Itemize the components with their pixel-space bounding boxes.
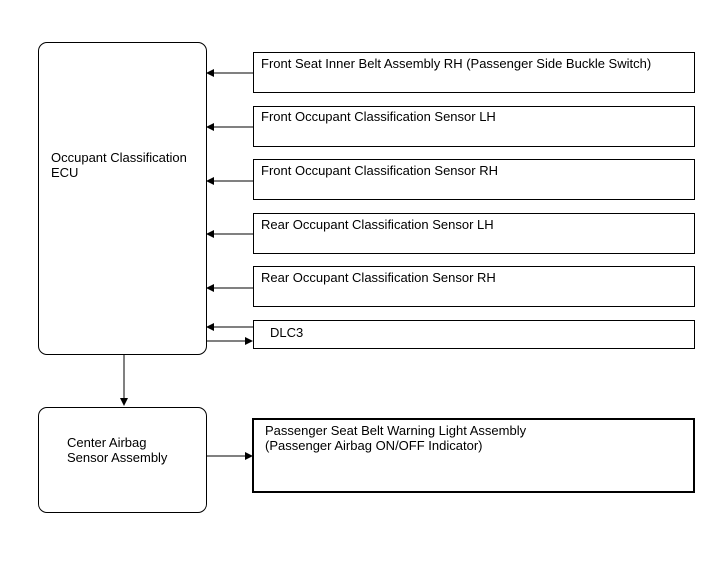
- airbag-sensor-box: [38, 407, 207, 513]
- input-label-rear-rh: Rear Occupant Classification Sensor RH: [261, 270, 496, 285]
- input-label-buckle-switch: Front Seat Inner Belt Assembly RH (Passe…: [261, 56, 652, 71]
- ecu-label: Occupant Classification ECU: [51, 150, 187, 180]
- input-box-rear-rh: [253, 266, 695, 307]
- input-label-rear-lh: Rear Occupant Classification Sensor LH: [261, 217, 494, 232]
- input-box-rear-lh: [253, 213, 695, 254]
- warning-light-box: [252, 418, 695, 493]
- input-label-front-rh: Front Occupant Classification Sensor RH: [261, 163, 498, 178]
- input-label-front-lh: Front Occupant Classification Sensor LH: [261, 109, 496, 124]
- input-box-front-rh: [253, 159, 695, 200]
- input-box-front-lh: [253, 106, 695, 147]
- dlc3-label: DLC3: [270, 325, 304, 340]
- input-box-buckle-switch: [253, 52, 695, 93]
- ecu-box: [38, 42, 207, 355]
- warning-light-label: Passenger Seat Belt Warning Light Assemb…: [265, 423, 527, 453]
- dlc3-box: [253, 320, 695, 349]
- airbag-sensor-label: Center Airbag Sensor Assembly: [67, 435, 168, 465]
